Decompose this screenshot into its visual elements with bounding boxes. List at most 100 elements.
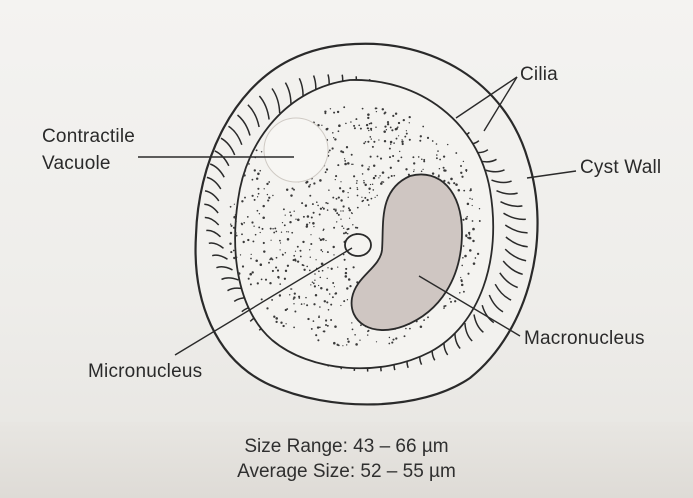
granule [251,221,253,223]
granule [339,187,341,189]
granule [248,278,250,280]
granule [335,175,337,177]
granule [327,203,329,205]
granule [418,156,420,158]
granule [321,125,322,126]
granule [279,283,281,285]
granule [449,298,451,300]
granule [353,266,355,268]
granule [460,165,462,167]
granule [272,270,274,272]
granule [314,285,316,287]
granule [366,199,368,201]
granule [301,303,303,305]
granule [461,284,464,287]
granule [230,251,232,253]
granule [332,197,334,199]
granule [317,205,319,207]
granule [463,245,465,247]
granule [367,113,370,116]
granule [356,180,358,182]
granule [368,330,370,332]
granule [313,282,315,284]
granule [270,240,271,241]
granule [256,149,258,151]
granule [243,174,245,176]
granule [375,126,376,127]
granule [309,184,311,186]
granule [265,279,267,281]
granule [466,216,468,218]
granule [401,139,402,140]
granule [311,216,313,218]
granule [390,167,392,169]
granule [281,232,282,233]
granule [313,182,315,184]
granule [358,124,360,126]
granule [465,235,467,237]
granule [301,202,303,204]
granule [333,227,335,229]
granule [371,138,372,139]
granule [420,135,422,137]
granule [473,262,476,265]
granule [332,282,334,284]
granule [336,221,337,222]
granule [306,266,308,268]
granule [243,241,245,243]
granule [398,122,400,124]
granule [404,335,406,337]
granule [325,202,327,204]
granule [367,141,369,143]
label-cilia: Cilia [520,63,558,87]
granule [378,139,379,140]
granule [297,260,299,262]
granule [331,147,333,149]
granule [349,209,351,211]
granule [347,341,349,343]
granule [455,183,458,186]
granule [372,184,373,185]
granule [263,250,265,252]
granule [304,303,305,304]
granule [372,146,374,148]
granule [389,337,390,338]
granule [309,222,310,223]
contractile-vacuole [264,118,328,182]
granule [322,238,325,241]
caption-average-size: Average Size: 52 – 55 µm [0,460,693,484]
granule [307,215,310,218]
granule [477,253,479,255]
granule [230,225,232,227]
granule [319,213,321,215]
granule [270,228,272,230]
granule [306,304,308,306]
granule [310,243,312,245]
granule [334,293,336,295]
granule [376,341,377,342]
granule [280,242,281,243]
granule [254,199,256,201]
granule [270,257,272,259]
granule [427,137,429,139]
granule [404,136,406,138]
granule [313,212,315,214]
granule [345,272,347,274]
granule [378,177,379,178]
granule [274,227,276,229]
granule [383,181,384,182]
granule [294,293,296,295]
granule [360,324,362,326]
granule [344,158,345,159]
granule [359,340,360,341]
granule [479,220,481,222]
granule [306,223,308,225]
granule [363,180,364,181]
granule [409,122,410,123]
granule [235,221,237,223]
label-contractile-vacuole-line2: Vacuole [42,152,111,176]
granule [468,232,470,234]
granule [268,262,270,264]
granule [303,269,305,271]
granule [322,251,323,252]
